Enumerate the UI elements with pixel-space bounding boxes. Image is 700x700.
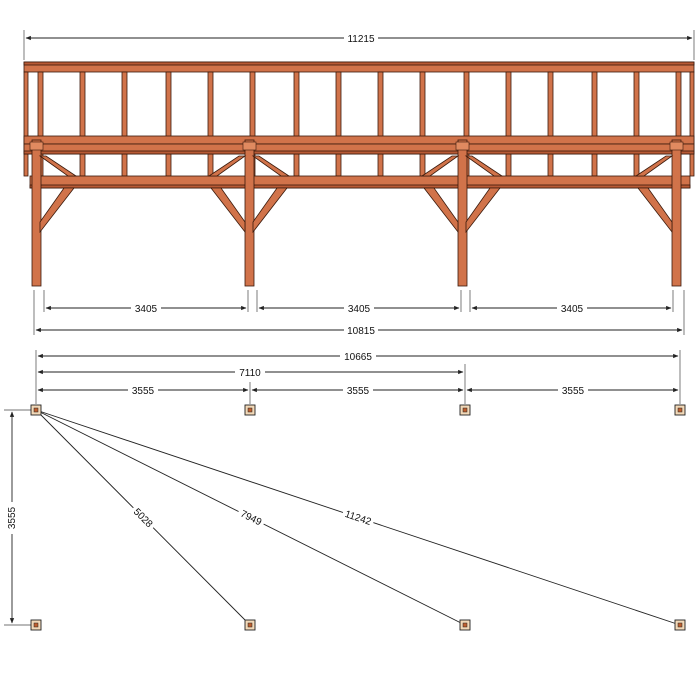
baluster [547,71,554,177]
knee-brace [39,187,75,234]
posts [29,139,684,287]
post [671,139,682,287]
dim-plan-overall: 10665 [37,350,679,363]
post [244,139,255,287]
knee-brace [210,187,246,234]
baluster [293,71,300,177]
knee-brace [423,187,459,234]
baluster [207,71,214,177]
top-rail-shadow [23,61,695,66]
post-section [247,407,253,413]
post [457,139,468,287]
dim-plan-depth: 3555 [4,409,32,626]
upper-brace [464,155,504,177]
baluster [419,71,426,177]
mid-rail [23,135,695,145]
post-cap [669,141,684,151]
knee-brace [252,187,288,234]
baluster [377,71,384,177]
baluster [79,71,86,177]
dim-plan-overall-label: 10665 [344,352,372,363]
dim-overall-bottom-label: 10815 [347,326,375,337]
upper-brace [38,155,78,177]
dim-plan-two-bays: 7110 [37,366,464,379]
dim-plan-depth-label: 3555 [7,506,18,529]
baluster [165,71,172,177]
baluster [121,71,128,177]
post-section [677,622,683,628]
post-section [462,407,468,413]
post-section [33,407,39,413]
dim-plan-bay-3-label: 3555 [562,386,585,397]
elevation-view: 11215 3405 [23,30,695,337]
post-footings [30,404,686,631]
dim-overall-top-label: 11215 [347,34,375,45]
post-section [33,622,39,628]
upper-brace [634,155,674,177]
post-cap [455,141,470,151]
baluster [23,71,29,177]
baluster [689,71,695,177]
diagonal-3-label: 11242 [343,509,373,528]
post-section [247,622,253,628]
dim-plan-diagonals: 5028 7949 11242 [35,409,681,626]
dim-bay-1-label: 3405 [135,304,158,315]
dim-plan-two-bays-label: 7110 [239,368,261,379]
upper-brace [207,155,247,177]
post-cap [242,141,257,151]
dim-bay-3-label: 3405 [561,304,584,315]
knee-brace [637,187,673,234]
dim-overall-top: 11215 [23,30,695,60]
baluster [335,71,342,177]
post-section [677,407,683,413]
plan-view: 10665 7110 3555 3555 3555 3555 [4,350,686,631]
dim-plan-bays: 3555 3555 3555 [37,384,679,397]
post-cap [29,141,44,151]
tie-beam-shadow [29,184,691,189]
post-section [462,622,468,628]
post [31,139,42,287]
main-beam-shadow [23,150,695,155]
upper-brace [251,155,291,177]
baluster [505,71,512,177]
dim-bay-2-label: 3405 [348,304,371,315]
knee-brace [465,187,501,234]
dim-plan-bay-1-label: 3555 [132,386,155,397]
baluster [633,71,640,177]
baluster [591,71,598,177]
dim-plan-bay-2-label: 3555 [347,386,370,397]
upper-brace [420,155,460,177]
dim-bays: 3405 3405 3405 10815 [33,290,685,337]
balusters [23,71,695,177]
